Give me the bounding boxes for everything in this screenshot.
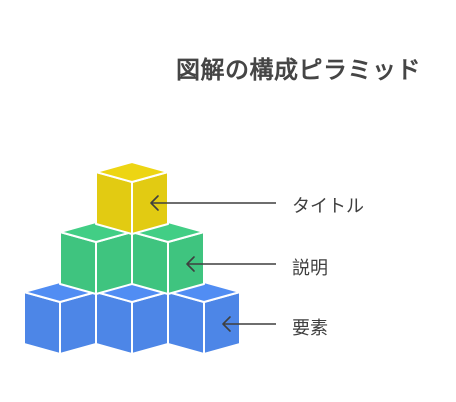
label-title-layer: タイトル	[292, 196, 364, 217]
label-elements-layer: 要素	[292, 318, 328, 339]
cube-top-1-top-face	[95, 161, 169, 183]
arrow-title-layer	[150, 195, 276, 211]
arrow-description-layer	[186, 256, 276, 272]
cube-bottom-1	[23, 281, 97, 355]
cube-group	[23, 161, 241, 355]
label-description-layer: 説明	[292, 258, 328, 279]
arrow-elements-layer	[222, 316, 276, 332]
cube-bottom-2	[95, 281, 169, 355]
cube-top-1	[95, 161, 169, 235]
diagram-title: 図解の構成ピラミッド	[176, 56, 421, 84]
arrow-group	[150, 195, 276, 332]
cube-middle-1	[59, 221, 133, 295]
